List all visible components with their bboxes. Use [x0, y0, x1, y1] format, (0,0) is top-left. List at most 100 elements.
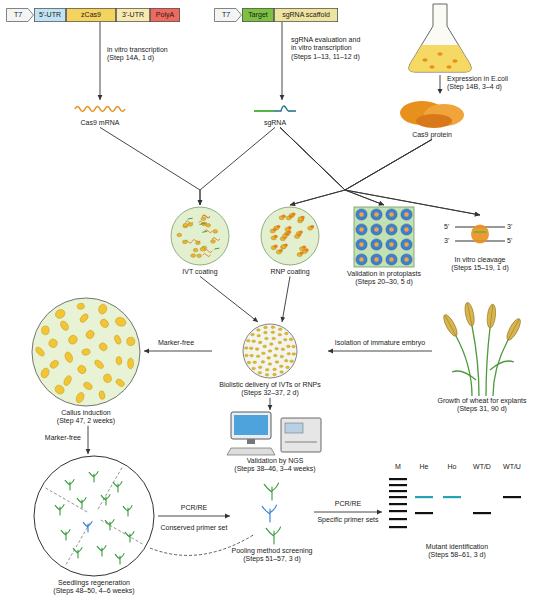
wheat-ear-axis: [490, 305, 493, 328]
immature-embryo: [268, 363, 272, 366]
guide: [474, 231, 486, 232]
immature-embryo: [274, 354, 278, 357]
flow-arrow: [280, 127, 345, 206]
gel-band: [473, 512, 491, 514]
stage-caption: Validation by NGS: [247, 457, 304, 465]
edge-label: Marker-free: [44, 434, 82, 442]
rnp-complex: [273, 228, 277, 231]
callus: [126, 337, 135, 347]
callus: [40, 367, 51, 379]
wheat-stem: [486, 328, 490, 396]
mrna-fragment: [204, 230, 212, 233]
mrna-fragment: [199, 221, 207, 224]
construct-segment: Target: [242, 8, 274, 22]
bacteria: [446, 65, 451, 69]
callus: [85, 329, 96, 340]
immature-embryo: [249, 347, 253, 350]
nucleus: [389, 212, 394, 217]
keyboard: [227, 448, 275, 455]
immature-embryo: [265, 374, 269, 377]
stage-caption: Seedlings regeneration: [58, 579, 130, 587]
protoplast-well: [354, 207, 414, 267]
seedling: [97, 546, 106, 556]
step-note: (Steps 15–19, 1 d): [451, 264, 509, 272]
seedling: [101, 495, 110, 505]
guide-scaffold: [274, 106, 296, 111]
step-note: (Steps 48–50, 4–6 weeks): [53, 587, 134, 595]
gel-band: [443, 496, 461, 498]
callus: [98, 390, 105, 400]
protoplast-cell: [371, 209, 382, 220]
gold-particle: [200, 248, 205, 252]
immature-embryo: [265, 369, 269, 372]
connector-line: [144, 351, 212, 352]
annotation: 3': [507, 223, 512, 231]
nucleus: [359, 212, 364, 217]
gold-particle: [197, 254, 202, 258]
illustration: [28, 296, 144, 408]
immature-embryo: [278, 341, 282, 344]
immature-embryo: [280, 365, 284, 368]
flask: [409, 4, 471, 72]
callus: [64, 351, 74, 364]
bacteria: [422, 58, 427, 62]
segment-label: 5'-UTR: [39, 11, 61, 18]
wheat-stem: [493, 340, 508, 396]
seedling: [77, 498, 86, 508]
stage-caption: Validation in protoplasts: [347, 270, 421, 278]
mrna-fragment: [192, 240, 200, 243]
rnp-complex: [284, 244, 288, 247]
illustration: [255, 205, 325, 267]
seedling: [266, 527, 280, 544]
arrowhead: [198, 200, 203, 205]
illustration: [392, 96, 472, 130]
protoplast-cell: [356, 209, 367, 220]
flow-arrow: [290, 139, 432, 206]
wheat-figure: Growth of wheat for explants(Steps 31, 9…: [432, 296, 532, 414]
connector-line: [200, 127, 275, 205]
segment-label: sgRNA scaffold: [282, 11, 330, 18]
gold-particle: [211, 240, 216, 244]
sgrna-fragment: [188, 218, 193, 219]
sector-line: [101, 520, 144, 545]
coated-particles: [171, 207, 229, 265]
rnp-complex: [276, 225, 280, 228]
seedling: [61, 530, 70, 540]
mrna-strand: [75, 107, 125, 112]
guide-spacer: [254, 110, 274, 112]
illustration: [382, 462, 532, 542]
stage-caption: Cas9 mRNA: [81, 119, 120, 127]
illustration: [30, 454, 158, 578]
protoplast-cell: [401, 254, 412, 265]
immature-embryo: [273, 368, 277, 371]
immature-embryo: [257, 334, 261, 337]
gold-particle: [177, 233, 182, 237]
protoplast-cell: [401, 224, 412, 235]
sgrna-figure: sgRNA: [250, 100, 300, 127]
culture-medium: [409, 45, 471, 72]
immature-embryo: [287, 345, 291, 348]
immature-embryo: [264, 326, 268, 329]
immature-embryo: [251, 333, 255, 336]
gel-figure: Mutant identification(Steps 58–61, 3 d): [382, 462, 532, 560]
arrowhead: [280, 95, 285, 100]
biolistic-figure: Biolistic delivery of IVTs or RNPs(Steps…: [212, 322, 328, 398]
annotation: Conserved primer set: [161, 524, 228, 532]
sgrna-fragment: [200, 223, 205, 224]
segment-label: T7: [14, 11, 22, 18]
callus: [114, 316, 127, 328]
arrowhead: [86, 449, 91, 454]
segment-label: T7: [222, 11, 230, 18]
bacteria: [437, 52, 442, 56]
arrowhead: [268, 405, 273, 410]
nucleus: [389, 257, 394, 262]
connector-line: [280, 127, 480, 215]
immature-embryo: [287, 353, 291, 356]
flow-arrow: [280, 127, 384, 205]
gold-particle: [201, 217, 206, 221]
mrna-fragment: [202, 215, 210, 218]
immature-embryo: [275, 361, 279, 364]
arrowhead: [475, 212, 480, 217]
immature-embryo: [250, 354, 254, 357]
